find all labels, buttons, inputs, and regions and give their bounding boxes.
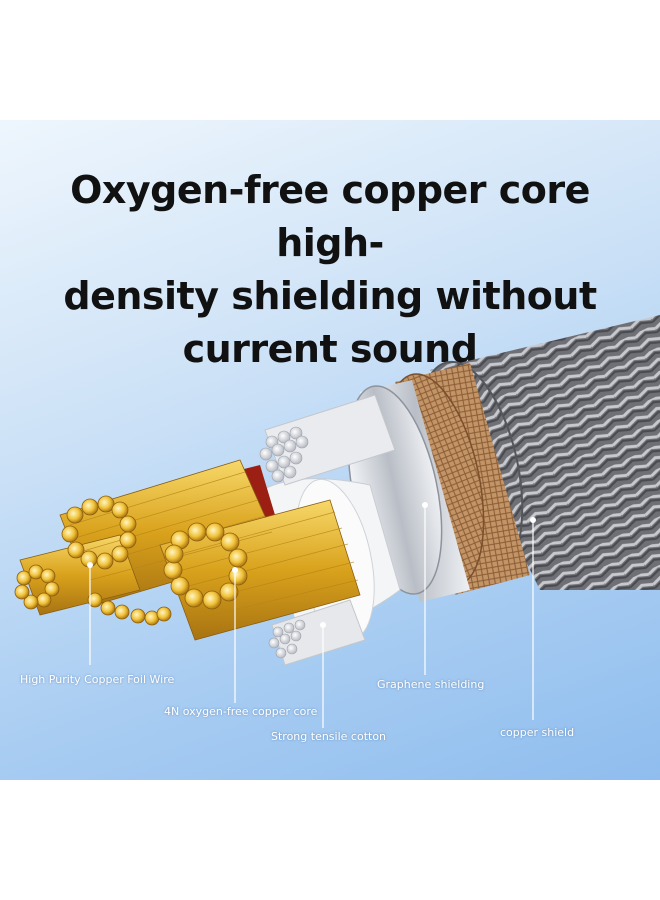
callout-graphene-shielding: Graphene shielding <box>377 678 485 691</box>
cotton-bundle-top <box>259 394 396 486</box>
product-image-panel: Oxygen-free copper core high- density sh… <box>0 120 660 780</box>
callout-copper-foil-wire: High Purity Copper Foil Wire <box>20 673 175 686</box>
callout-tensile-cotton: Strong tensile cotton <box>271 730 387 743</box>
callout-copper-shield: copper shield <box>500 726 575 739</box>
callout-dots <box>87 502 536 628</box>
cable-cross-section-illustration <box>14 315 660 728</box>
cotton-bundle-bottom <box>268 599 366 666</box>
headline-line-3: current sound <box>182 327 478 371</box>
callout-lines <box>89 505 534 728</box>
copper-strand-ends <box>14 495 248 626</box>
callout-oxygen-free-core: 4N oxygen-free copper core <box>164 705 318 718</box>
headline-line-2: density shielding without <box>63 274 597 318</box>
headline: Oxygen-free copper core high- density sh… <box>20 164 640 376</box>
headline-line-1: Oxygen-free copper core high- <box>70 168 590 265</box>
